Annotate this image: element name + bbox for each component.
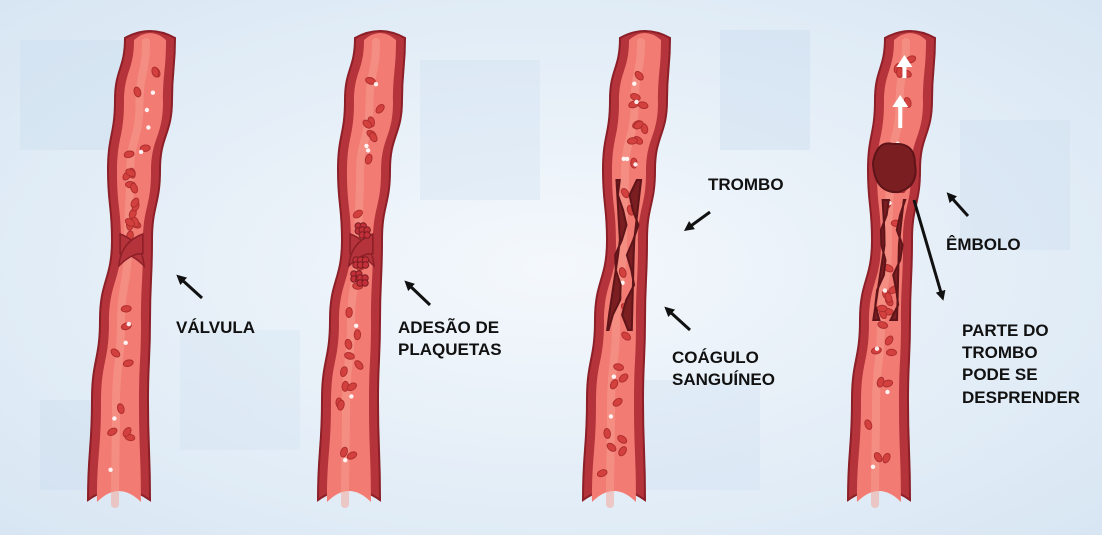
- platelet: [625, 157, 629, 161]
- platelet-cluster: [362, 262, 368, 268]
- platelet: [364, 144, 368, 148]
- label-thrombus-2: SANGUÍNEO: [672, 370, 775, 389]
- platelet: [151, 91, 155, 95]
- red-blood-cell: [877, 305, 887, 311]
- platelet: [124, 341, 128, 345]
- label-embolus-3: PODE SE: [962, 365, 1038, 384]
- platelet: [139, 150, 143, 154]
- red-blood-cell: [346, 307, 353, 317]
- platelet: [633, 162, 637, 166]
- platelet: [127, 322, 131, 326]
- platelet-cluster: [364, 232, 370, 238]
- label-platelets-1: PLAQUETAS: [398, 340, 502, 359]
- platelet: [366, 148, 370, 152]
- platelet: [349, 394, 353, 398]
- red-blood-cell: [887, 349, 897, 355]
- platelet: [108, 468, 112, 472]
- platelet: [112, 416, 116, 420]
- label-normal-0: VÁLVULA: [176, 318, 255, 337]
- platelet: [871, 465, 875, 469]
- platelet: [883, 288, 887, 292]
- label-thrombus-1: COÁGULO: [672, 348, 759, 367]
- label-embolus-0: ÊMBOLO: [946, 235, 1021, 254]
- platelet: [343, 458, 347, 462]
- red-blood-cell: [354, 330, 361, 340]
- platelet: [374, 82, 378, 86]
- label-embolus-2: TROMBO: [962, 343, 1038, 362]
- platelet: [634, 100, 638, 104]
- platelet: [885, 390, 889, 394]
- platelet: [875, 347, 879, 351]
- red-blood-cell: [897, 67, 903, 77]
- platelet: [612, 375, 616, 379]
- platelet: [145, 108, 149, 112]
- platelet: [609, 414, 613, 418]
- platelet-cluster: [362, 280, 368, 286]
- platelet: [632, 82, 636, 86]
- platelet: [354, 324, 358, 328]
- red-blood-cell: [121, 305, 132, 312]
- embolus: [873, 143, 916, 192]
- label-embolus-4: DESPRENDER: [962, 388, 1080, 407]
- platelet: [146, 125, 150, 129]
- label-thrombus-0: TROMBO: [708, 175, 784, 194]
- label-platelets-0: ADESÃO DE: [398, 317, 499, 337]
- label-embolus-1: PARTE DO: [962, 321, 1049, 340]
